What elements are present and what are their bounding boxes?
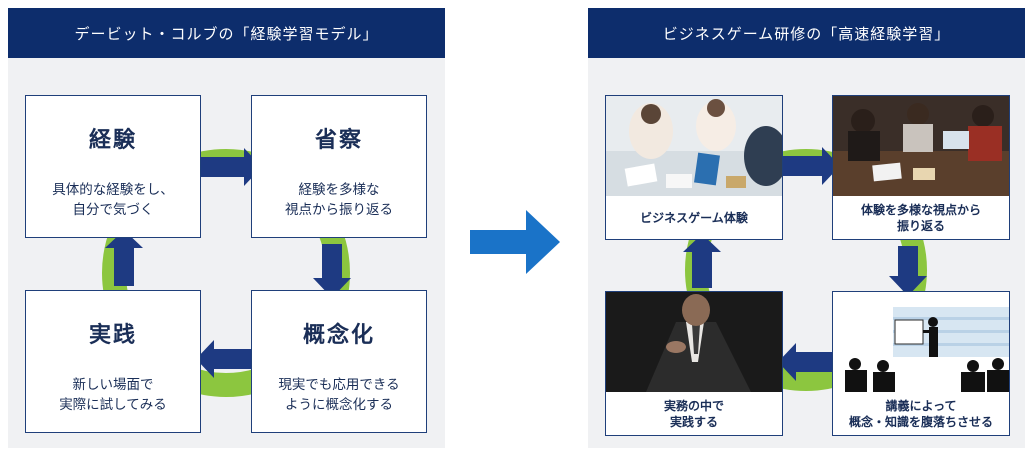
stage-description: 具体的な経験をし、 自分で気づく (52, 182, 174, 218)
stage-box-practice: 実践 新しい場面で 実際に試してみる (25, 290, 201, 433)
stage-card-practice: 実務の中で 実践する (605, 291, 783, 436)
arrow-up-icon (105, 230, 143, 286)
right-cycle-ring (683, 147, 927, 391)
business-game-panel: ビジネスゲーム研修の「高速経験学習」 (588, 8, 1025, 448)
stage-box-experience: 経験 具体的な経験をし、 自分で気づく (25, 95, 201, 238)
stage-label: 実務の中で 実践する (663, 398, 724, 429)
lecture-silhouette-image (833, 292, 1009, 392)
arrow-left-icon (778, 343, 836, 381)
stage-title: 省察 (314, 127, 363, 153)
meeting-table-photo (606, 96, 782, 196)
left-cycle-ring (102, 148, 351, 397)
businessman-photo (606, 292, 782, 392)
stage-label: 体験を多様な視点から 振り返る (860, 202, 981, 233)
arrow-down-icon (889, 246, 927, 296)
stage-box-reflection: 省察 経験を多様な 視点から振り返る (251, 95, 427, 238)
stage-description: 現実でも応用できる ように概念化する (278, 377, 400, 413)
arrow-up-icon (683, 234, 721, 288)
stage-label: 講義によって 概念・知識を腹落ちさせる (848, 398, 993, 429)
lecture-silhouette-photo (833, 292, 1009, 392)
stage-title: 概念化 (302, 322, 375, 348)
arrow-down-icon (313, 244, 351, 298)
stage-title: 実践 (88, 322, 137, 348)
stage-card-game: ビジネスゲーム体験 (605, 95, 783, 240)
right-panel-header: ビジネスゲーム研修の「高速経験学習」 (588, 8, 1025, 58)
businessman-image (606, 292, 782, 392)
arrow-right-icon (778, 147, 840, 185)
arrow-left-icon (196, 340, 254, 378)
stage-box-conceptualization: 概念化 現実でも応用できる ように概念化する (251, 290, 427, 433)
stage-description: 新しい場面で 実際に試してみる (59, 377, 167, 413)
team-discussion-photo (833, 96, 1009, 196)
kolb-model-panel: デービット・コルブの「経験学習モデル」 経験 具体的な経験をし、 自分で気づく … (8, 8, 445, 448)
meeting-table-image (606, 96, 782, 196)
left-panel-header: デービット・コルブの「経験学習モデル」 (8, 8, 445, 58)
stage-description: 経験を多様な 視点から振り返る (285, 182, 393, 218)
transition-arrow-icon (470, 210, 560, 274)
stage-title: 経験 (88, 127, 137, 153)
stage-card-reflection: 体験を多様な視点から 振り返る (832, 95, 1010, 240)
stage-label: ビジネスゲーム体験 (640, 210, 748, 225)
stage-card-lecture: 講義によって 概念・知識を腹落ちさせる (832, 291, 1010, 436)
team-discussion-image (833, 96, 1009, 196)
